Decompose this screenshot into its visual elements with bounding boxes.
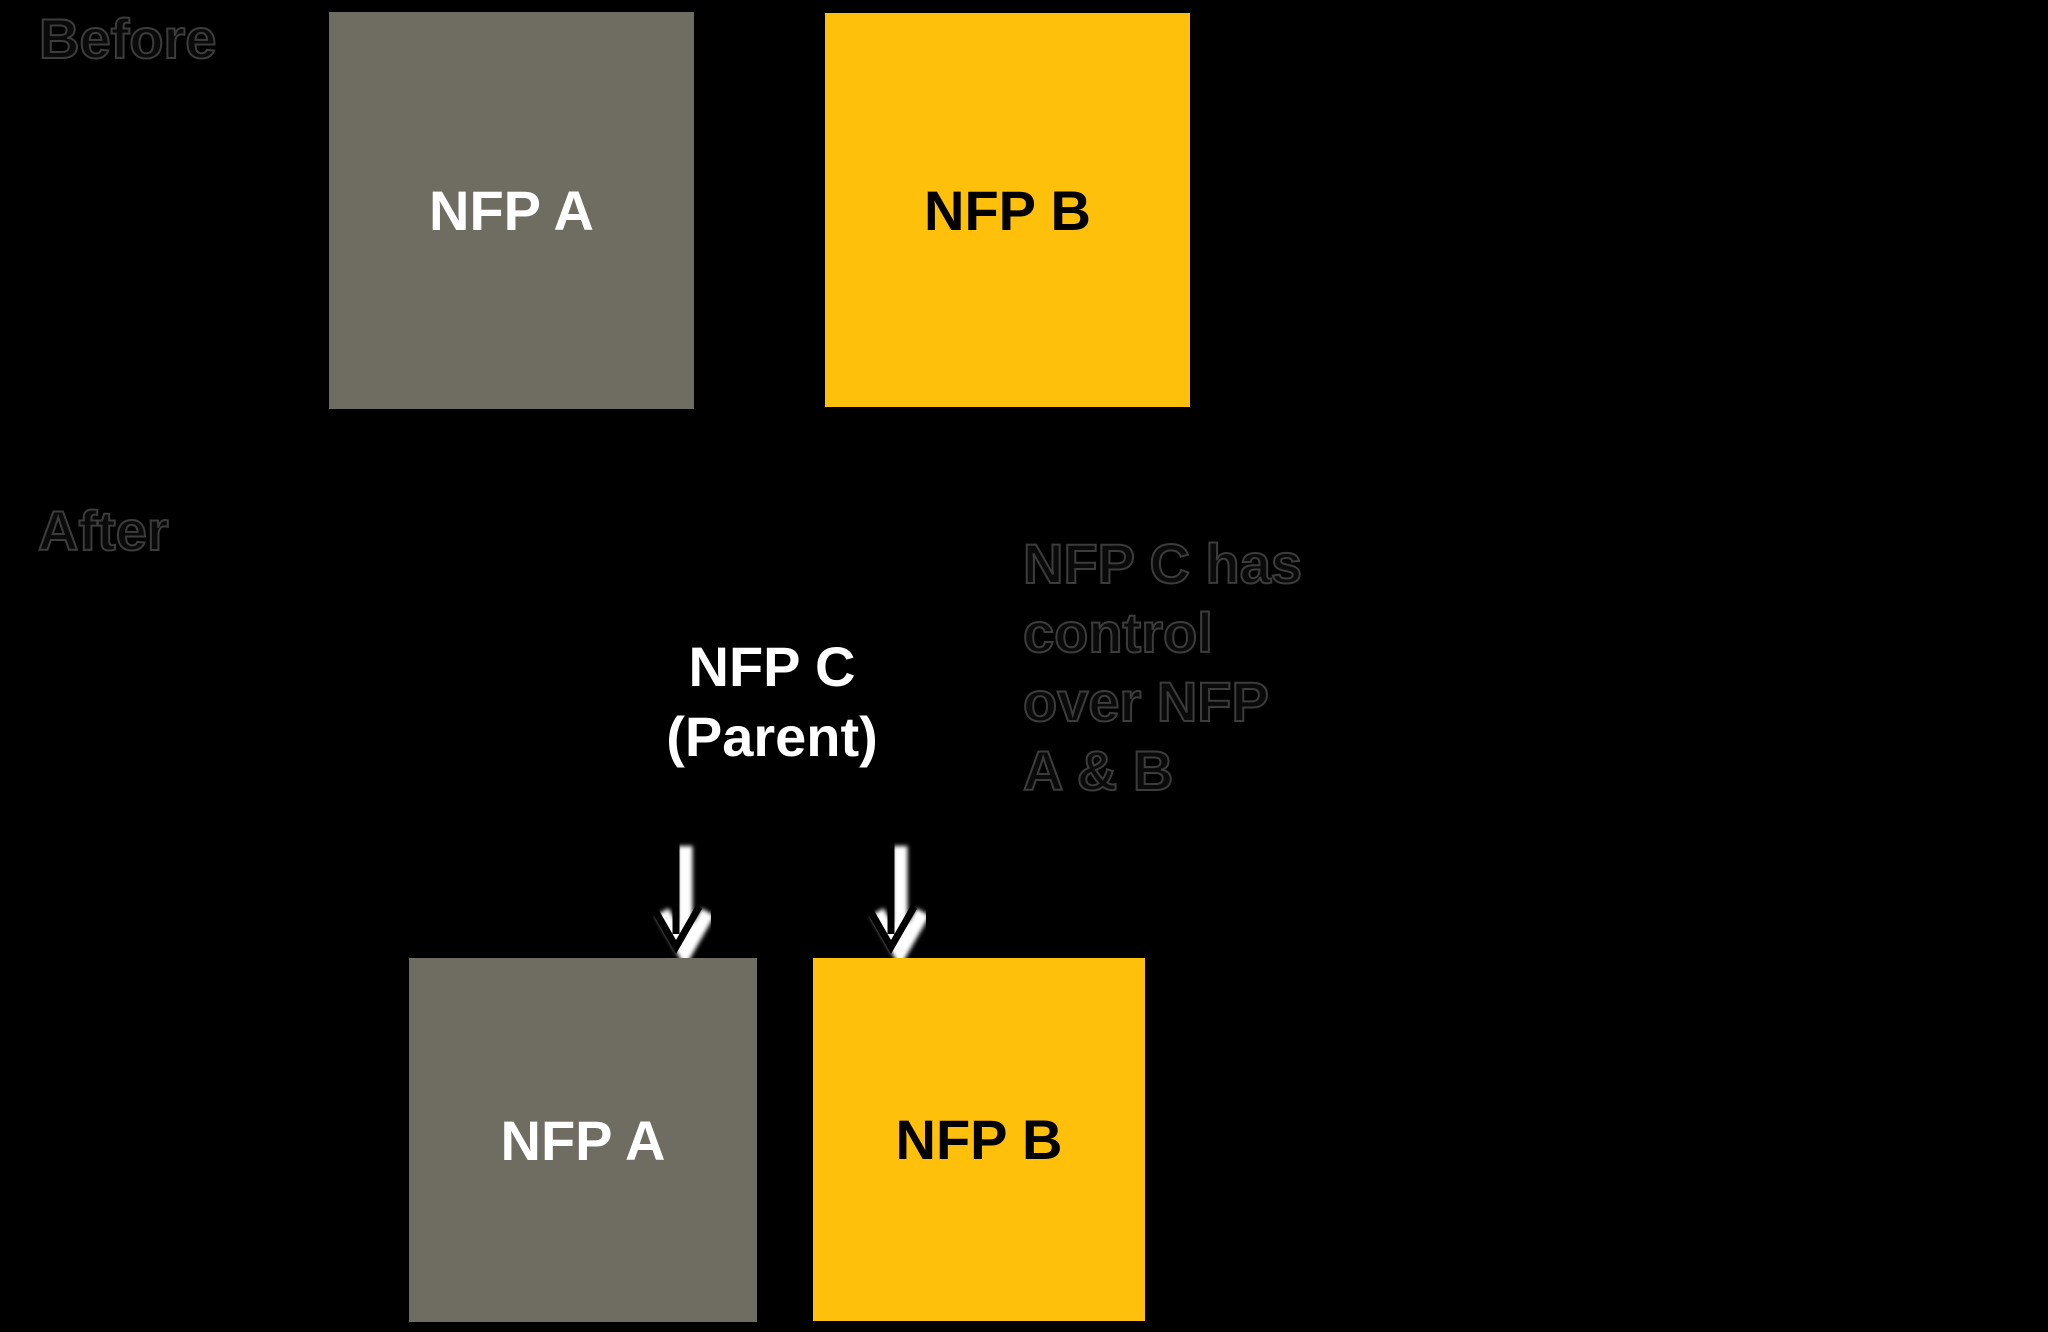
before-nfp-a-box: NFP A bbox=[329, 12, 694, 409]
nfp-c-parent-label-line1: NFP C bbox=[688, 635, 856, 698]
down-arrow-icon bbox=[864, 841, 926, 964]
control-annotation-line1: NFP C has bbox=[1022, 531, 1303, 596]
control-annotation-line3: over NFP bbox=[1022, 669, 1270, 734]
after-nfp-a-box: NFP A bbox=[409, 958, 757, 1322]
before-nfp-b-box: NFP B bbox=[825, 13, 1190, 407]
nfp-c-parent-label: NFP C (Parent) bbox=[572, 632, 972, 772]
after-nfp-a-label: NFP A bbox=[500, 1108, 666, 1172]
after-nfp-b-label: NFP B bbox=[895, 1108, 1063, 1171]
after-nfp-b-box: NFP B bbox=[813, 958, 1145, 1321]
after-section-label: After bbox=[37, 499, 170, 562]
nfp-c-parent-label-line2: (Parent) bbox=[666, 705, 878, 768]
control-annotation-line4: A & B bbox=[1022, 738, 1174, 803]
down-arrow-icon bbox=[649, 841, 711, 964]
control-annotation-line2: control bbox=[1022, 600, 1214, 665]
before-nfp-b-label: NFP B bbox=[924, 178, 1091, 242]
before-nfp-a-label: NFP A bbox=[429, 179, 594, 242]
control-annotation: NFP C has control over NFP A & B bbox=[1022, 529, 1303, 805]
before-section-label: Before bbox=[38, 7, 217, 70]
